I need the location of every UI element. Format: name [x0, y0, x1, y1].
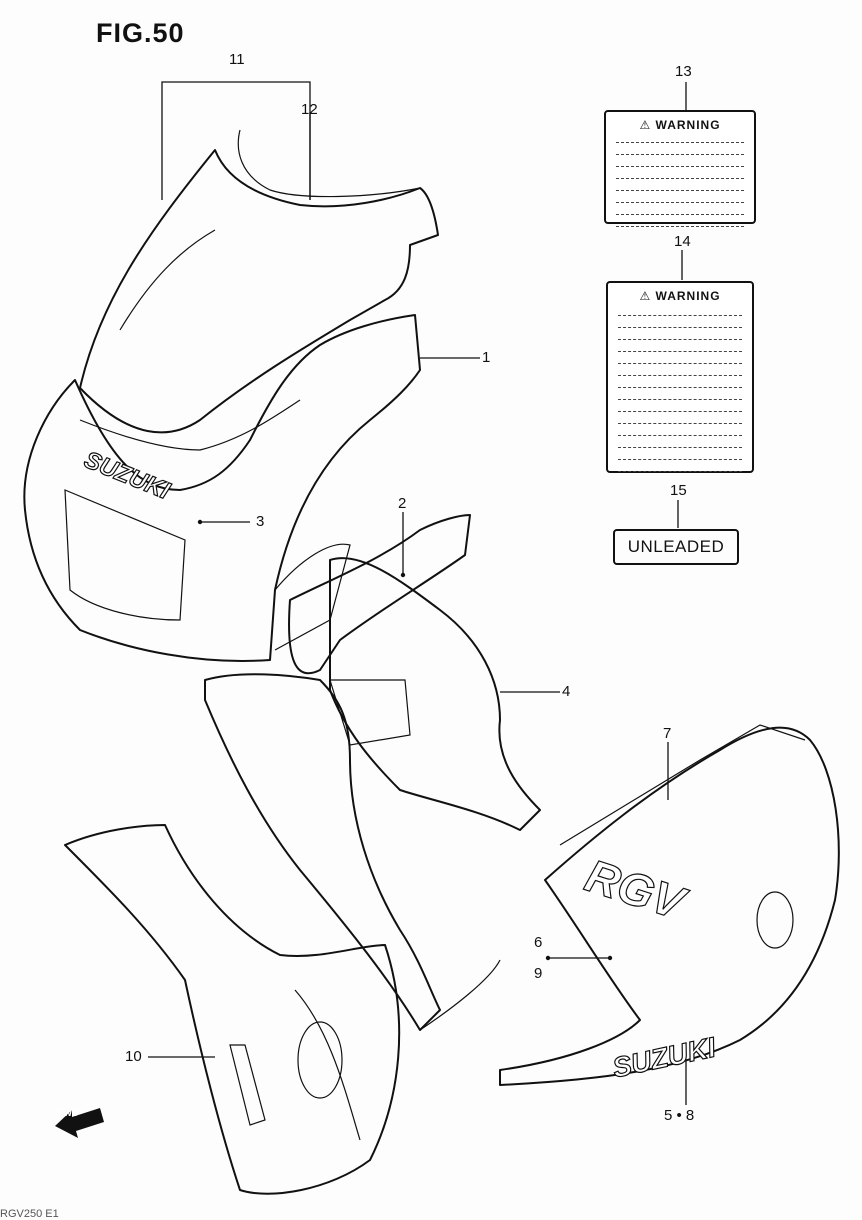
warning-label-14: ⚠ WARNING: [606, 281, 754, 473]
lower-cowl-right-part: [499, 726, 840, 1086]
lower-cowl-left-part: [64, 824, 401, 1195]
callout-5-8: 5 • 8: [664, 1107, 695, 1124]
side-cowl-part: [204, 673, 441, 1031]
callout-12: 12: [301, 101, 318, 118]
warning-label-13: ⚠ WARNING: [604, 110, 756, 227]
callout-3: 3: [256, 513, 265, 530]
unleaded-decal: UNLEADED: [613, 529, 739, 565]
warning-label-13-heading: ⚠ WARNING: [639, 118, 721, 132]
fwd-arrow-label: FWD: [58, 1108, 79, 1118]
callout-10: 10: [125, 1048, 142, 1065]
callout-13: 13: [675, 63, 692, 80]
windscreen-part: [79, 149, 439, 434]
callout-15: 15: [670, 482, 687, 499]
figure-title: FIG.50: [96, 18, 185, 48]
callout-6: 6: [534, 934, 543, 951]
callout-4: 4: [562, 683, 571, 700]
callout-1: 1: [482, 349, 491, 366]
warning-label-14-heading: ⚠ WARNING: [639, 289, 721, 303]
upper-cowl-part: [23, 314, 421, 662]
callout-11: 11: [229, 51, 245, 68]
inner-panel-part: [288, 514, 471, 675]
fwd-arrow-icon: [55, 1108, 104, 1138]
callout-7: 7: [663, 725, 672, 742]
callout-9: 9: [534, 965, 543, 982]
page-footer: RGV250 E1: [0, 1208, 59, 1220]
callout-14: 14: [674, 233, 691, 250]
callout-2: 2: [398, 495, 407, 512]
middle-cowl-part: [329, 557, 541, 831]
